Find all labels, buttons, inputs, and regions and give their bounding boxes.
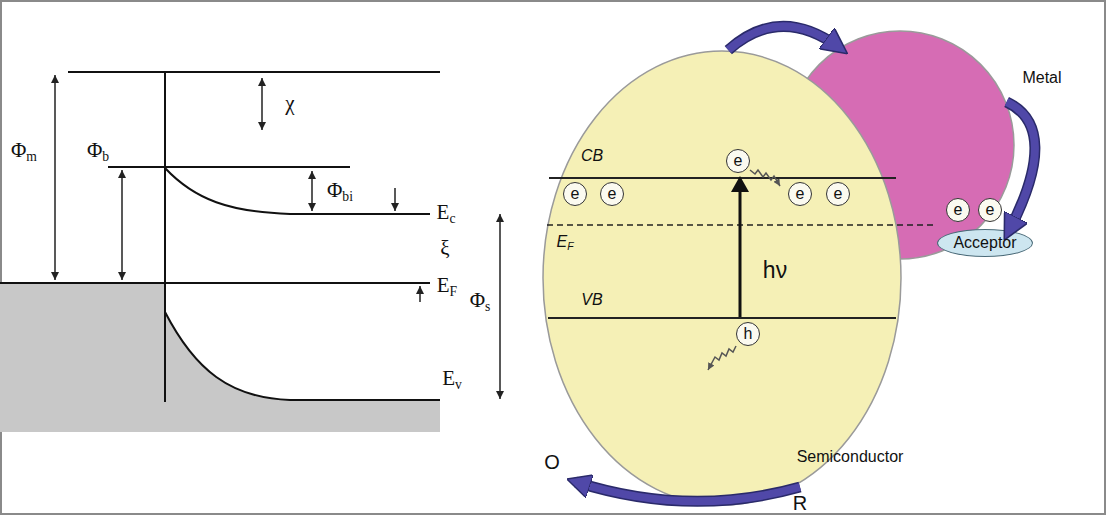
arrow-body xyxy=(1007,102,1035,231)
excitation-arrow xyxy=(739,181,742,317)
relaxation-arrow xyxy=(708,346,736,370)
carrier-label: e xyxy=(954,201,963,219)
dimension-arrow xyxy=(311,171,313,211)
particle-outline xyxy=(542,50,902,506)
valence-band xyxy=(165,312,440,400)
arrow-body xyxy=(728,26,839,50)
carrier-label: h xyxy=(744,325,753,343)
carrier-label: e xyxy=(571,185,580,203)
barrier-level xyxy=(108,166,350,168)
node-label: VB xyxy=(581,291,602,309)
band-label: Ev xyxy=(442,366,462,391)
electron-circle: e xyxy=(788,182,812,206)
band-label: EF xyxy=(437,273,457,298)
filled-states xyxy=(0,283,440,432)
redox-arrow xyxy=(576,482,800,501)
transfer-arrow xyxy=(1007,102,1035,231)
acceptor-ellipse: Acceptor xyxy=(937,229,1033,257)
band-label: ξ xyxy=(440,236,449,261)
band-label: Φm xyxy=(11,138,37,163)
conduction-band xyxy=(165,168,430,214)
excitation-arrowhead xyxy=(731,176,749,192)
arrow-outline xyxy=(1007,102,1035,231)
acceptor-label: Acceptor xyxy=(953,234,1016,252)
arrow-outline xyxy=(728,26,839,50)
interface-line xyxy=(164,72,166,402)
dimension-arrow xyxy=(394,188,396,211)
electron-circle: e xyxy=(978,198,1002,222)
electron-circle: e xyxy=(563,182,587,206)
band-label: R xyxy=(793,492,807,515)
node-label: Metal xyxy=(1022,69,1061,87)
carrier-label: e xyxy=(834,185,843,203)
band-label: Φs xyxy=(470,288,491,313)
node-label: CB xyxy=(581,147,603,165)
node-label: Semiconductor xyxy=(797,448,904,466)
band-label: Ec xyxy=(437,200,456,225)
relaxation-arrow xyxy=(750,170,780,186)
carrier-label: e xyxy=(734,152,743,170)
vacuum-level xyxy=(68,71,440,73)
vb-line xyxy=(548,317,896,319)
carrier-label: e xyxy=(796,185,805,203)
carrier-label: e xyxy=(986,201,995,219)
dimension-arrow xyxy=(499,214,501,399)
transfer-arrow xyxy=(728,26,839,50)
dimension-arrow xyxy=(54,75,56,280)
dimension-arrow xyxy=(261,78,263,130)
band-label: Φbi xyxy=(327,178,353,203)
node-label: EF xyxy=(556,233,573,251)
carrier-label: e xyxy=(608,185,617,203)
cb-line xyxy=(549,177,896,179)
semiconductor-particle: CB EF VB hνSemiconductor e e e e e h xyxy=(542,50,902,506)
fermi-level xyxy=(0,282,430,284)
band-label: O xyxy=(544,451,560,474)
dimension-arrow xyxy=(419,286,421,302)
electron-circle: e xyxy=(726,149,750,173)
electron-circle: e xyxy=(946,198,970,222)
hole-circle: h xyxy=(736,322,760,346)
dimension-arrow xyxy=(121,170,123,280)
band-label: χ xyxy=(285,91,294,116)
redox-arrow-outline xyxy=(576,482,800,501)
electron-circle: e xyxy=(600,182,624,206)
node-label: hν xyxy=(763,257,787,284)
band-label: Φb xyxy=(87,138,109,163)
electron-circle: e xyxy=(826,182,850,206)
